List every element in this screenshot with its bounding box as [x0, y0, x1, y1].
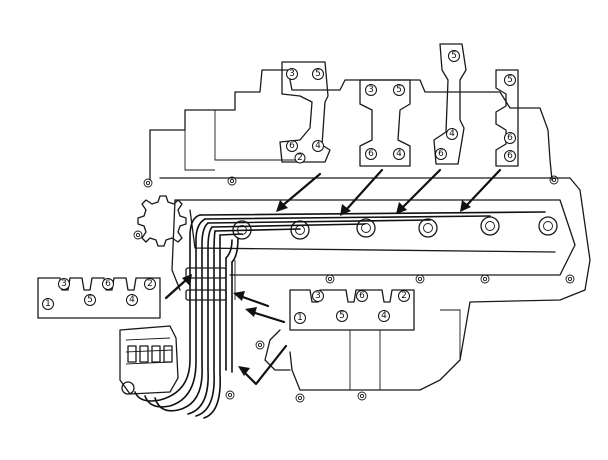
clip-c-num-1: 5 [448, 50, 460, 62]
sep-left-bottom-3: 4 [126, 294, 138, 306]
sep-left-bottom-1: 1 [42, 298, 54, 310]
clip-c-num-2: 4 [446, 128, 458, 140]
arrow-clip-d [460, 168, 502, 212]
clip-b-num-2: 5 [393, 84, 405, 96]
svg-text:5: 5 [87, 295, 93, 305]
svg-text:3: 3 [368, 85, 374, 95]
svg-text:4: 4 [449, 129, 455, 139]
arrow-bundle [238, 344, 288, 386]
clip-bracket-a: 3 5 6 4 2 [279, 61, 331, 164]
clip-a-num-4: 4 [312, 140, 324, 152]
clip-c-num-3: 6 [435, 148, 447, 160]
clip-bracket-c: 5 4 6 [433, 43, 467, 165]
svg-text:5: 5 [339, 311, 345, 321]
clip-d-num-2: 6 [504, 132, 516, 144]
svg-text:6: 6 [359, 291, 365, 301]
sep-right-top-2: 6 [356, 290, 368, 302]
clip-d-num-1: 5 [504, 74, 516, 86]
svg-text:2: 2 [147, 279, 153, 289]
svg-text:6: 6 [507, 133, 513, 143]
clip-bracket-d: 5 6 6 [495, 69, 519, 167]
sep-left-top-1: 3 [58, 278, 70, 290]
clip-a-num-2: 5 [312, 68, 324, 80]
sep-right-top-1: 3 [312, 290, 324, 302]
svg-text:2: 2 [401, 291, 407, 301]
wire-separator-left: 3 6 2 1 5 4 [37, 277, 161, 319]
spark-plug-3 [356, 218, 376, 238]
distributor [119, 325, 179, 395]
arrow-clip-a [276, 172, 322, 212]
arrow-clip-c [396, 168, 442, 214]
spark-plug-2 [290, 220, 310, 240]
sep-right-bottom-2: 5 [336, 310, 348, 322]
svg-text:5: 5 [451, 51, 457, 61]
svg-text:6: 6 [507, 151, 513, 161]
arrow-sep-right-1 [233, 291, 270, 308]
sep-left-top-2: 6 [102, 278, 114, 290]
clip-a-num-3: 6 [286, 140, 298, 152]
svg-text:5: 5 [507, 75, 513, 85]
sep-right-bottom-3: 4 [378, 310, 390, 322]
sep-left-bottom-2: 5 [84, 294, 96, 306]
arrow-sep-right-2 [245, 307, 286, 324]
pointer-arrows [164, 168, 502, 386]
bundle-clamps [185, 267, 227, 301]
clip-b-num-1: 3 [365, 84, 377, 96]
clip-bracket-b: 3 5 6 4 [359, 79, 411, 167]
clip-a-num-5: 2 [294, 152, 306, 164]
sep-left-top-3: 2 [144, 278, 156, 290]
svg-text:4: 4 [381, 311, 387, 321]
svg-text:6: 6 [368, 149, 374, 159]
svg-text:3: 3 [61, 279, 67, 289]
sep-right-top-3: 2 [398, 290, 410, 302]
plug-wire-harness [134, 211, 546, 419]
spark-plug-5 [480, 216, 500, 236]
clip-b-num-3: 6 [365, 148, 377, 160]
svg-text:4: 4 [129, 295, 135, 305]
svg-text:3: 3 [315, 291, 321, 301]
svg-text:5: 5 [315, 69, 321, 79]
svg-text:2: 2 [297, 153, 303, 163]
clip-d-num-3: 6 [504, 150, 516, 162]
arrow-sep-left [164, 274, 192, 300]
svg-text:6: 6 [105, 279, 111, 289]
svg-text:6: 6 [438, 149, 444, 159]
clip-b-num-4: 4 [393, 148, 405, 160]
clip-a-num-1: 3 [286, 68, 298, 80]
spark-plug-4 [418, 218, 438, 238]
sep-right-bottom-1: 1 [294, 312, 306, 324]
arrow-clip-b [340, 168, 384, 216]
spark-plug-6 [538, 216, 558, 236]
svg-text:4: 4 [315, 141, 321, 151]
svg-text:4: 4 [396, 149, 402, 159]
svg-text:3: 3 [289, 69, 295, 79]
svg-text:1: 1 [297, 313, 303, 323]
svg-text:6: 6 [289, 141, 295, 151]
svg-text:1: 1 [45, 299, 51, 309]
wire-separator-right: 3 6 2 1 5 4 [289, 289, 415, 331]
svg-text:5: 5 [396, 85, 402, 95]
